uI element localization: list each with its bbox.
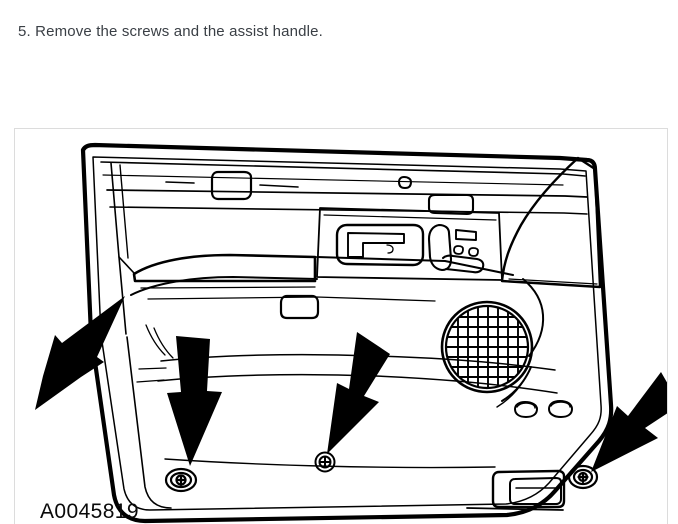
screw-lower-center (314, 451, 336, 473)
armrest-top-edge (132, 253, 317, 283)
grille-surround-crease-upper (522, 278, 545, 357)
armrest-bottom-edge (130, 276, 318, 296)
door-panel-outer-outline (80, 142, 614, 524)
power-seat-switch-cushion (441, 254, 485, 274)
map-pocket-outer (491, 469, 566, 509)
armrest-finger-recess (279, 294, 320, 320)
door-trim-line-art-svg (35, 142, 667, 524)
upper-field-divider (109, 206, 588, 215)
control-module-plate-edge (323, 214, 497, 221)
armrest-rear-section (316, 256, 514, 276)
sill-oval-right (398, 176, 412, 189)
arrow-left-down (167, 336, 222, 466)
lower-crease-bottom (164, 458, 496, 469)
inside-door-handle-bezel (335, 223, 425, 267)
grille-surround-crease-inner (496, 374, 528, 408)
power-seat-switch-knob-a (453, 245, 464, 255)
arrow-right-down (591, 372, 667, 472)
front-edge-step (118, 256, 135, 274)
small-button-left (514, 401, 538, 418)
speaker-grille-outer-ring (440, 300, 534, 394)
door-trim-panel-illustration (15, 129, 667, 524)
power-seat-switch-headrest (455, 229, 477, 241)
door-panel-inner-contour (92, 156, 602, 511)
upper-sill-band-mid (102, 174, 564, 186)
small-button-left-top (516, 402, 536, 409)
lower-crease-short-left-a (145, 324, 166, 356)
speaker-grille-mesh (446, 306, 528, 388)
figure-panel (14, 128, 668, 524)
map-pocket-inner (509, 477, 562, 505)
lower-crease-short-left-c (138, 367, 167, 370)
arrow-upper-left (35, 296, 125, 410)
armrest-seam-a (140, 286, 316, 289)
callout-arrows (35, 296, 667, 472)
screw-lower-front (164, 467, 198, 493)
switch-blank-rocker (427, 193, 475, 216)
small-button-right (548, 400, 573, 418)
front-lower-inner-curve (126, 336, 172, 509)
figure-id-label: A0045819 (40, 500, 139, 523)
sill-recess-cutout (210, 170, 253, 201)
arrow-center-down (327, 332, 390, 454)
power-seat-switch-knob-b (468, 247, 479, 257)
inside-door-handle-lever-detail (386, 244, 394, 254)
small-button-right-top (550, 401, 571, 408)
step-instruction-text: 5. Remove the screws and the assist hand… (18, 23, 323, 40)
sill-tick-left (165, 181, 195, 184)
front-edge-inner-line-2 (119, 164, 129, 259)
lower-crease-short-left-b (153, 327, 174, 359)
mirror-sail-panel (500, 156, 602, 289)
map-pocket-base-line (466, 507, 564, 511)
upper-sill-band-bottom (106, 189, 588, 198)
sill-tick-right (259, 184, 299, 188)
power-seat-switch-backrest (427, 223, 453, 272)
lower-crease-short-left-d (136, 379, 165, 383)
screw-lower-rear (567, 464, 599, 490)
